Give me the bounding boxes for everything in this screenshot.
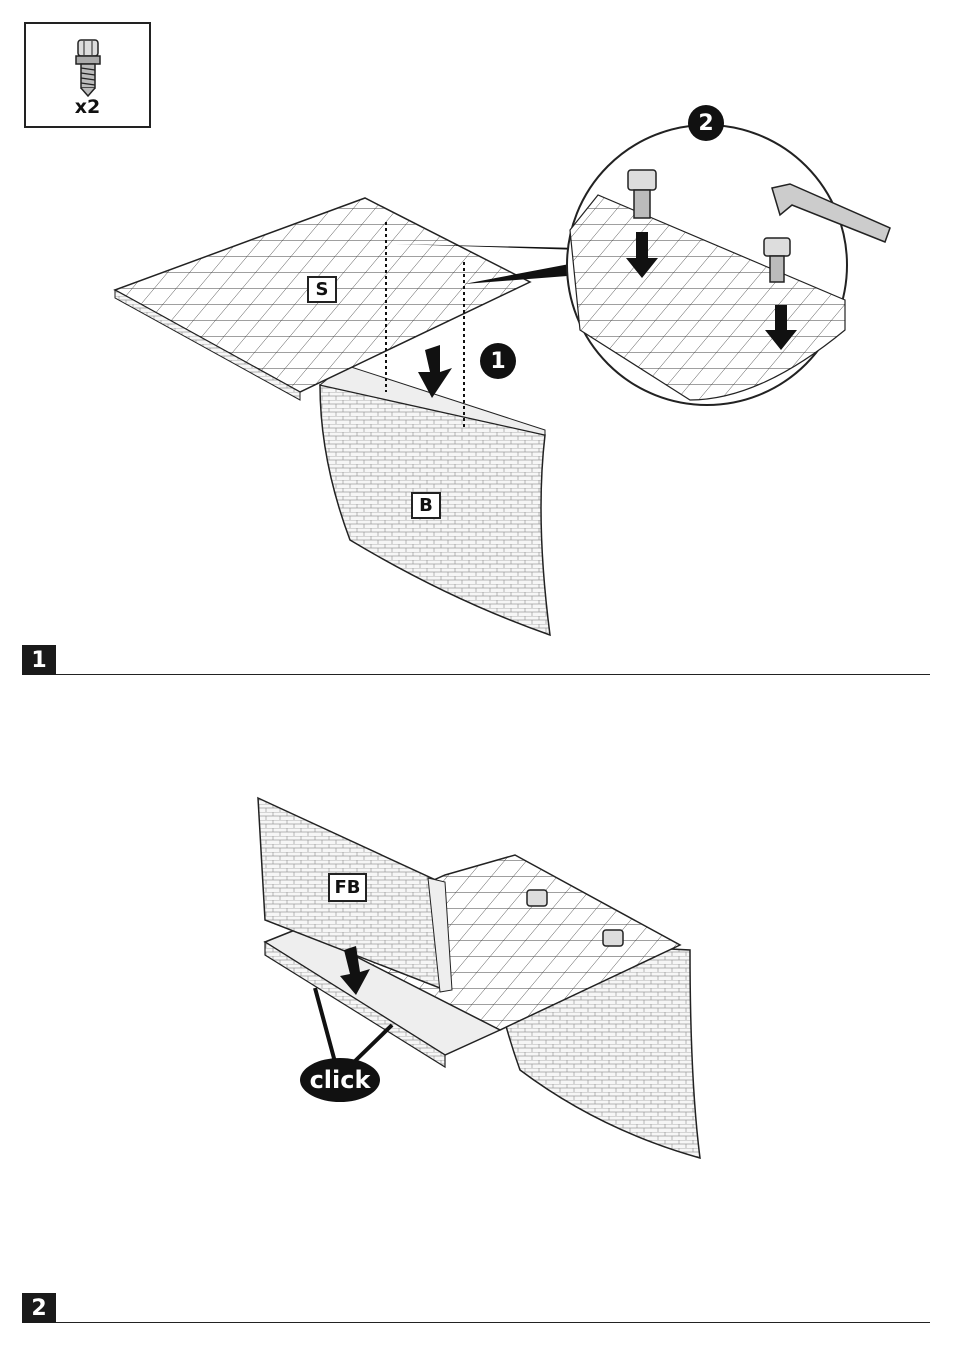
step-2-rule	[56, 1322, 930, 1323]
step1-illustration	[0, 0, 954, 680]
click-bubble: click	[300, 1058, 380, 1102]
label-front-back: FB	[328, 873, 367, 902]
step-2-badge: 2	[22, 1293, 56, 1323]
step-1-badge: 1	[22, 645, 56, 675]
callout-two: 2	[688, 105, 724, 141]
step-1-rule	[56, 674, 930, 675]
step2-illustration	[0, 780, 954, 1180]
label-shelf: S	[307, 276, 337, 303]
label-back: B	[411, 492, 441, 519]
callout-one: 1	[480, 343, 516, 379]
